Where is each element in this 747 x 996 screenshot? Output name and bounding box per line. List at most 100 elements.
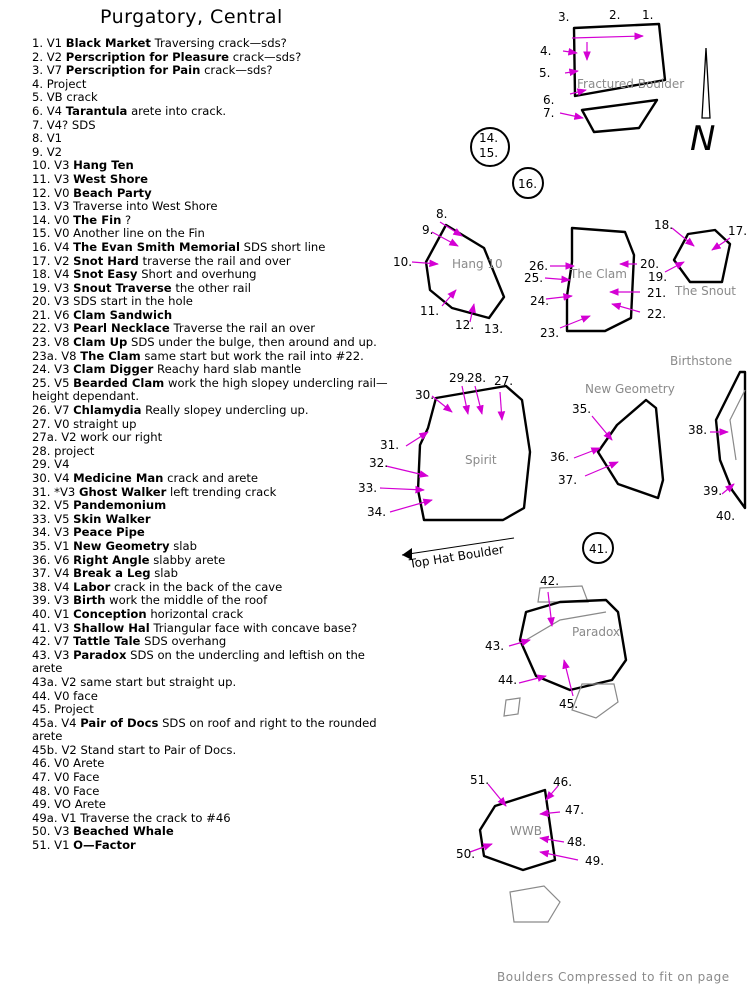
route-name: Labor	[73, 579, 111, 594]
route-num: 43.	[32, 647, 51, 662]
route-grade: V8	[54, 335, 70, 350]
map-label: 23.	[540, 326, 559, 340]
route-num: 41.	[32, 620, 51, 635]
route-desc: arete into crack.	[131, 103, 227, 118]
route-grade: V3	[54, 647, 70, 662]
route-desc: Project	[54, 702, 94, 717]
route-num: 39.	[32, 593, 51, 608]
route-num: 29.	[32, 457, 51, 472]
clam-boulder: The Clam	[544, 226, 641, 333]
route-desc: crack	[66, 90, 98, 105]
route-grade: VB	[46, 90, 63, 105]
route-item: 6. V4 Tarantula arete into crack.	[32, 103, 390, 119]
route-item: 33. V5 Skin Walker	[32, 511, 390, 527]
route-name: Snot Hard	[73, 253, 139, 268]
route-item: 3. V7 Perscription for Pain crack—sds?	[32, 63, 390, 78]
route-arrow	[389, 498, 433, 513]
route-num: 14.	[32, 212, 51, 227]
map-label: 26.	[529, 259, 548, 273]
route-arrow	[474, 385, 484, 415]
fractured-boulder: Fractured Boulder	[559, 22, 684, 134]
route-arrow	[385, 465, 429, 478]
route-item: 44. V0 face	[32, 689, 390, 704]
route-grade: V2	[54, 253, 70, 268]
shallow-hal-marker	[582, 532, 614, 564]
route-item: 37. V4 Break a Leg slab	[32, 566, 390, 581]
map-label: 35.	[572, 402, 591, 416]
route-item: 30. V4 Medicine Man crack and arete	[32, 471, 390, 486]
route-name: Perscription for Pain	[65, 63, 201, 78]
route-name: The Evan Smith Memorial	[73, 239, 240, 254]
route-name: The Clam	[80, 348, 141, 363]
route-grade: V0	[54, 783, 70, 798]
route-desc: Really slopey undercling up.	[145, 403, 309, 418]
route-grade: V2	[46, 49, 63, 64]
map-label: 45.	[559, 697, 578, 711]
route-grade: V2	[61, 674, 77, 689]
route-item: 24. V3 Clam Digger Reachy hard slab mant…	[32, 362, 390, 377]
route-name: Skin Walker	[73, 511, 151, 526]
map-label: 22.	[647, 307, 666, 321]
map-label: 29.	[449, 371, 468, 385]
route-arrow	[439, 221, 463, 237]
map-label: 37.	[558, 473, 577, 487]
route-desc: crack and arete	[167, 471, 259, 485]
route-num: 45.	[32, 702, 51, 717]
boulder-label-new-geometry: New Geometry	[585, 382, 675, 396]
route-num: 33.	[32, 511, 51, 526]
route-num: 40.	[32, 606, 51, 621]
map-label: 28.	[467, 371, 486, 385]
route-name: Peace Pipe	[73, 525, 145, 540]
route-grade: V3	[54, 158, 70, 173]
map-label: 38.	[688, 423, 707, 437]
route-desc: crack—sds?	[232, 49, 302, 64]
map-label: 14.	[479, 131, 498, 145]
route-num: 18.	[32, 267, 51, 282]
route-item: 12. V0 Beach Party	[32, 185, 390, 201]
route-item: 32. V5 Pandemonium	[32, 498, 390, 513]
route-num: 27a.	[32, 430, 58, 445]
route-desc: Traverse the crack to #46	[80, 810, 231, 825]
route-arrow	[461, 385, 470, 415]
route-arrow	[518, 674, 547, 684]
route-arrow	[564, 68, 579, 77]
map-label: 34.	[367, 505, 386, 519]
route-name: Clam Digger	[73, 362, 154, 377]
route-desc: Arete	[73, 756, 105, 771]
route-number-labels: 1. 2. 3. 4. 5. 6. 7. 8. 9. 10. 11. 12. 1…	[358, 8, 747, 868]
fin-marker	[470, 127, 544, 199]
route-grade: V4	[46, 103, 63, 118]
route-item: 31. *V3 Ghost Walker left trending crack	[32, 485, 390, 500]
route-item: 36. V6 Right Angle slabby arete	[32, 553, 390, 568]
route-item: 5. VB crack	[32, 91, 390, 105]
route-num: 23a.	[32, 348, 58, 363]
route-arrow	[544, 275, 571, 284]
route-grade: V0	[54, 185, 70, 200]
route-num: 24.	[32, 362, 51, 377]
route-desc: Project	[46, 76, 87, 91]
route-item: 49a. V1 Traverse the crack to #46	[32, 810, 390, 826]
route-grade: V5	[54, 511, 70, 526]
north-arrow-icon: N	[690, 47, 715, 159]
route-grade: V3	[54, 525, 70, 540]
route-item: 11. V3 West Shore	[32, 172, 390, 187]
route-grade: V1	[46, 36, 63, 50]
route-desc: Face	[73, 770, 100, 785]
route-item: 7. V4? SDS	[32, 118, 390, 133]
route-item: 43a. V2 same start but straight up.	[32, 674, 390, 690]
route-grade: V4	[54, 471, 70, 485]
route-grade: V8	[61, 348, 77, 363]
route-desc: SDS overhang	[144, 634, 227, 649]
route-num: 20.	[32, 294, 51, 309]
boulder-label-fractured: Fractured Boulder	[577, 77, 684, 91]
map-label: 2.	[609, 8, 620, 22]
map-label: 3.	[558, 10, 569, 24]
route-arrow	[405, 431, 429, 447]
route-item: 43. V3 Paradox SDS on the undercling and…	[32, 647, 390, 676]
route-grade: V1	[54, 606, 70, 621]
route-desc: Face	[73, 783, 100, 798]
route-arrow	[584, 461, 619, 477]
route-grade: V0	[54, 212, 70, 227]
route-num: 45b.	[32, 742, 58, 757]
